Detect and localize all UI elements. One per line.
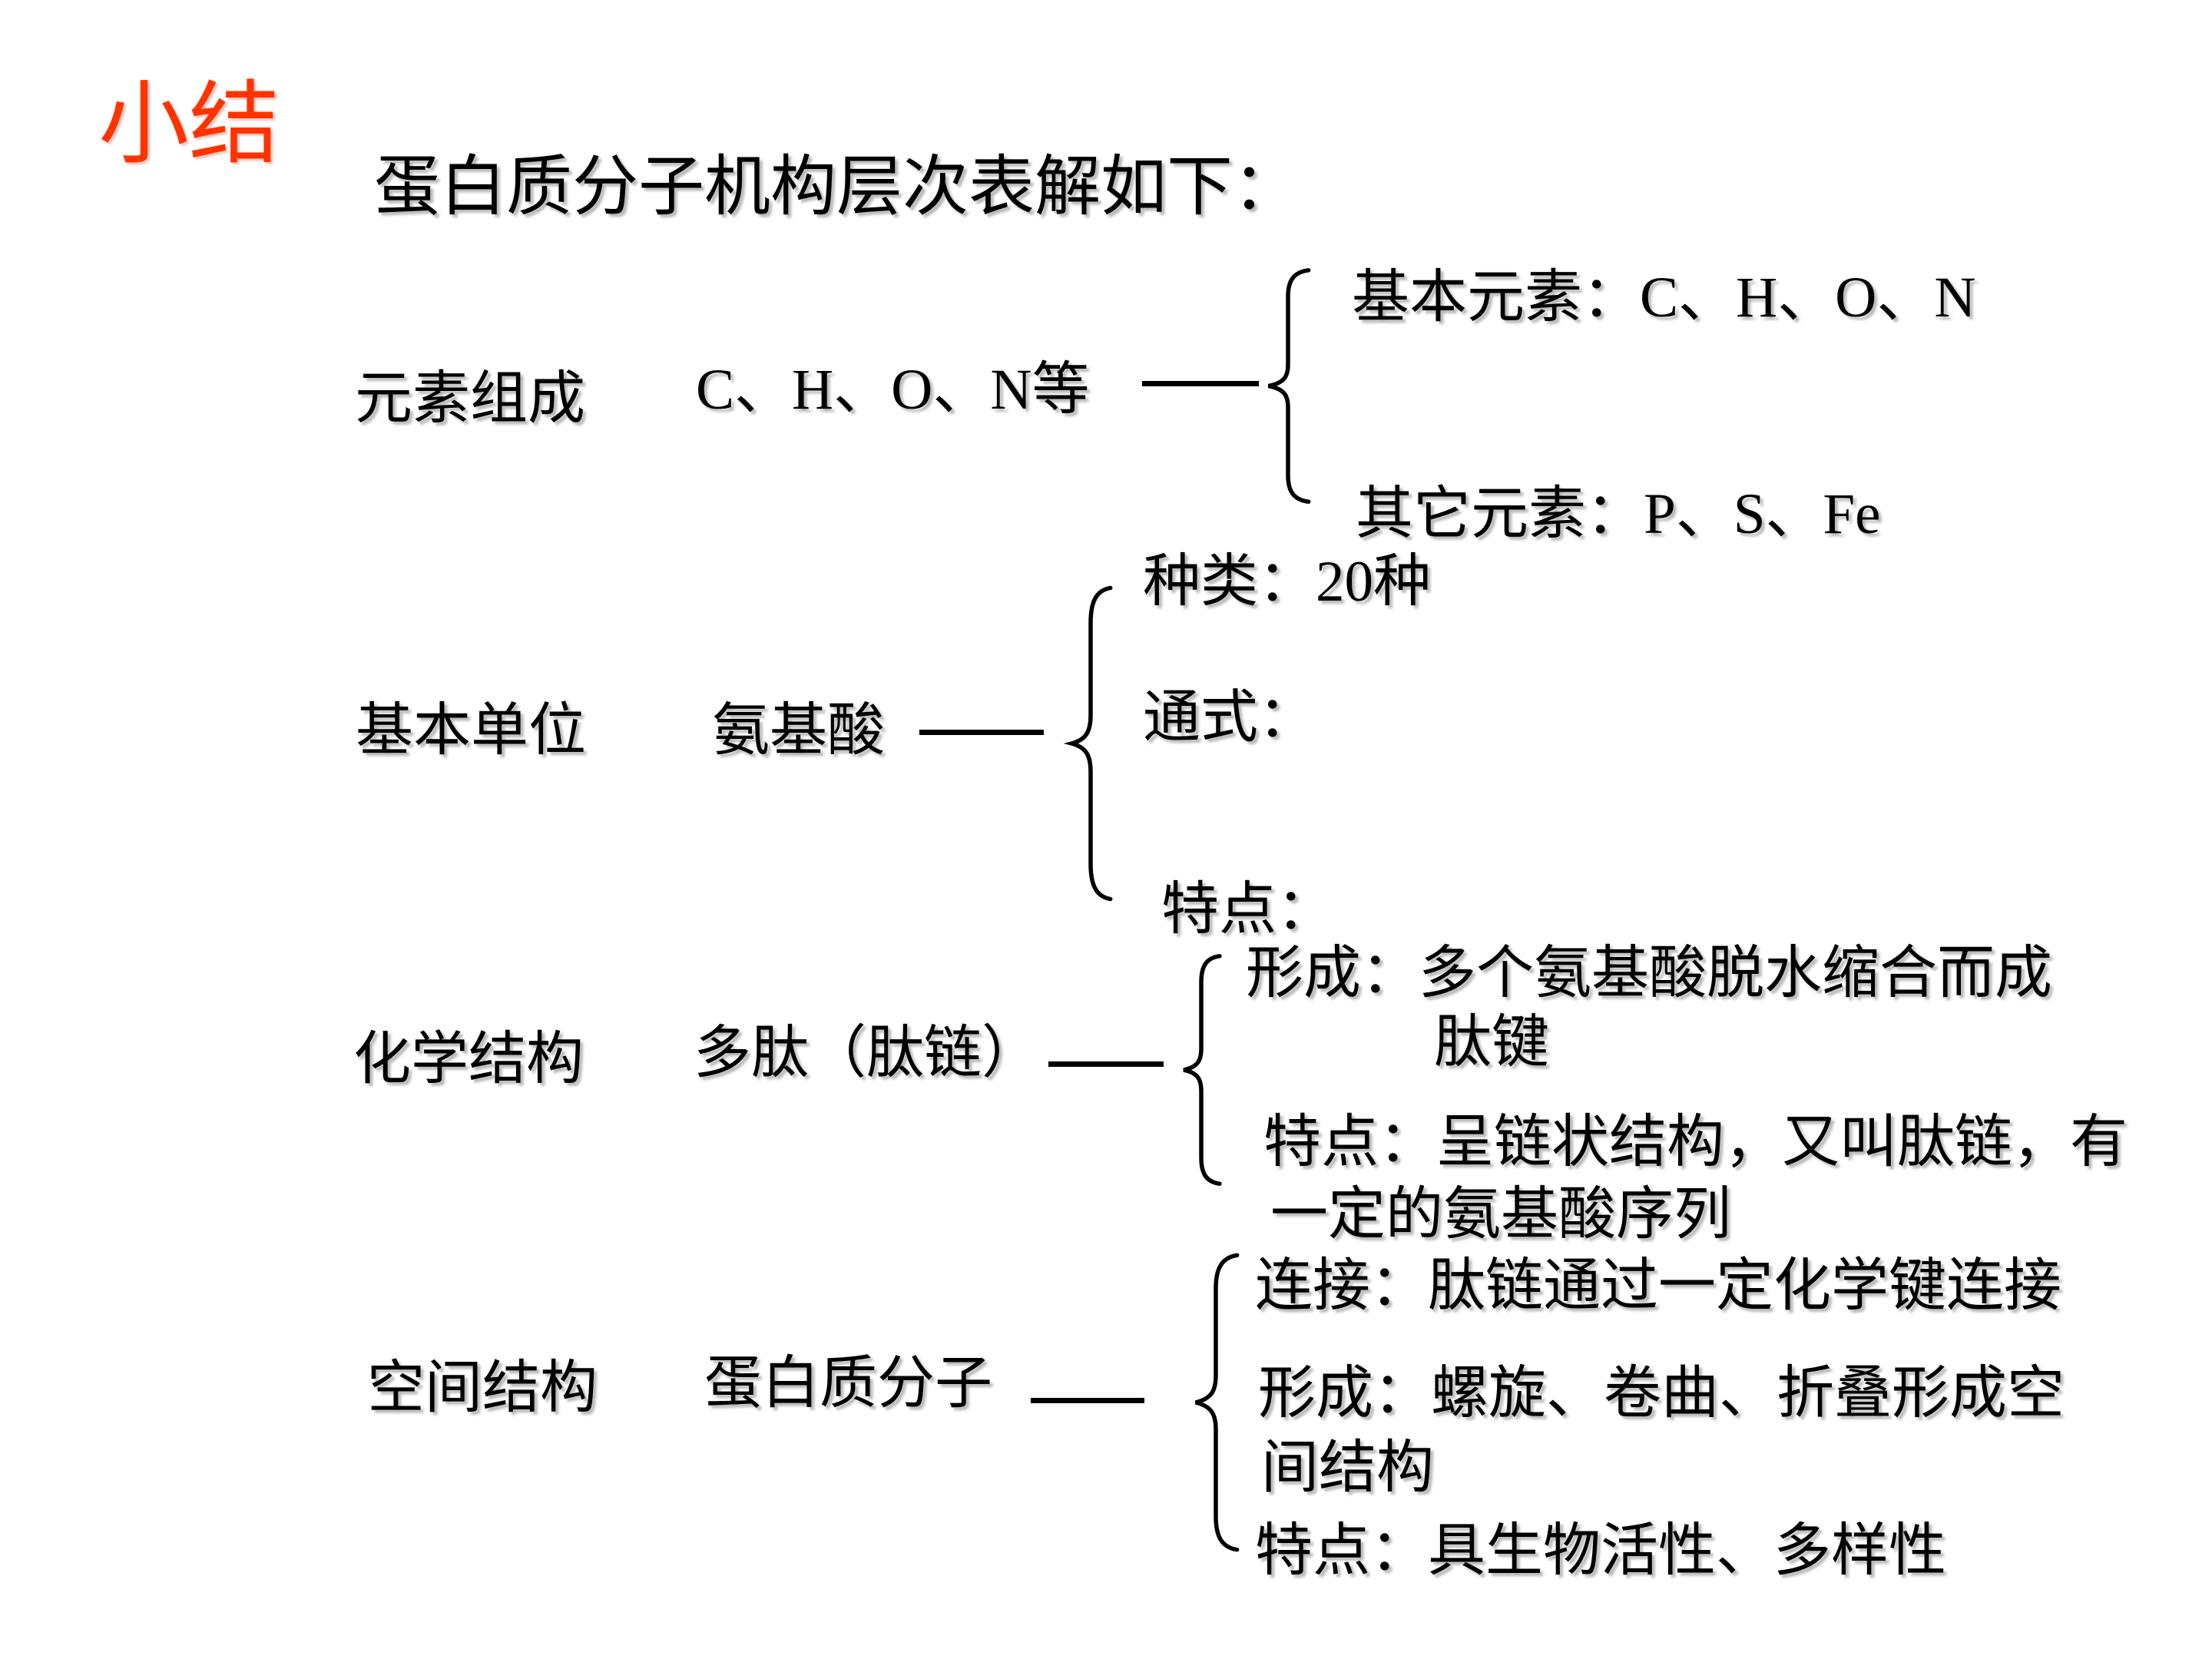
item-elements-chon: C、H、O、N等 [696, 358, 1090, 422]
item-protein-molecule: 蛋白质分子 [704, 1352, 993, 1416]
item-amino-acid: 氨基酸 [712, 699, 886, 763]
branch-feature-line1: 特点：呈链状结构，又叫肽链，有 [1263, 1111, 2128, 1174]
label-basic-unit: 基本单位 [356, 699, 587, 763]
branch-formation-line1: 形成：螺旋、卷曲、折叠形成空 [1258, 1362, 2065, 1426]
branch-formation-line2: 间结构 [1261, 1436, 1435, 1500]
branch-formation-line1: 形成：多个氨基酸脱水缩合而成 [1246, 942, 2053, 1005]
connector-line-1 [1142, 381, 1259, 386]
branch-general-formula: 通式： [1143, 686, 1316, 750]
brace-icon-2 [1069, 586, 1112, 901]
branch-types: 种类：20种 [1143, 550, 1432, 614]
page-subtitle: 蛋白质分子机构层次表解如下： [374, 150, 1299, 224]
brace-icon-4 [1193, 1253, 1239, 1551]
page-title: 小结 [98, 75, 280, 175]
branch-characteristics: 特点： [1161, 878, 1335, 942]
label-element-composition: 元素组成 [355, 367, 586, 431]
label-spatial-structure: 空间结构 [367, 1356, 598, 1420]
branch-feature: 特点：具生物活性、多样性 [1255, 1519, 1947, 1583]
branch-connection: 连接：肽链通过一定化学键连接 [1255, 1254, 2062, 1318]
brace-icon-1 [1266, 269, 1310, 503]
connector-line-2 [919, 730, 1044, 735]
branch-basic-elements: 基本元素：C、H、O、N [1352, 266, 1976, 329]
branch-formation-line2: 肽键 [1434, 1011, 1550, 1075]
label-chemical-structure: 化学结构 [353, 1028, 584, 1091]
brace-icon-3 [1181, 955, 1221, 1185]
item-polypeptide: 多肽（肽链） [694, 1022, 1040, 1085]
connector-line-3 [1048, 1061, 1164, 1067]
connector-line-4 [1031, 1398, 1144, 1403]
branch-other-elements: 其它元素：P、S、Fe [1356, 482, 1881, 546]
branch-feature-line2: 一定的氨基酸序列 [1270, 1183, 1732, 1247]
